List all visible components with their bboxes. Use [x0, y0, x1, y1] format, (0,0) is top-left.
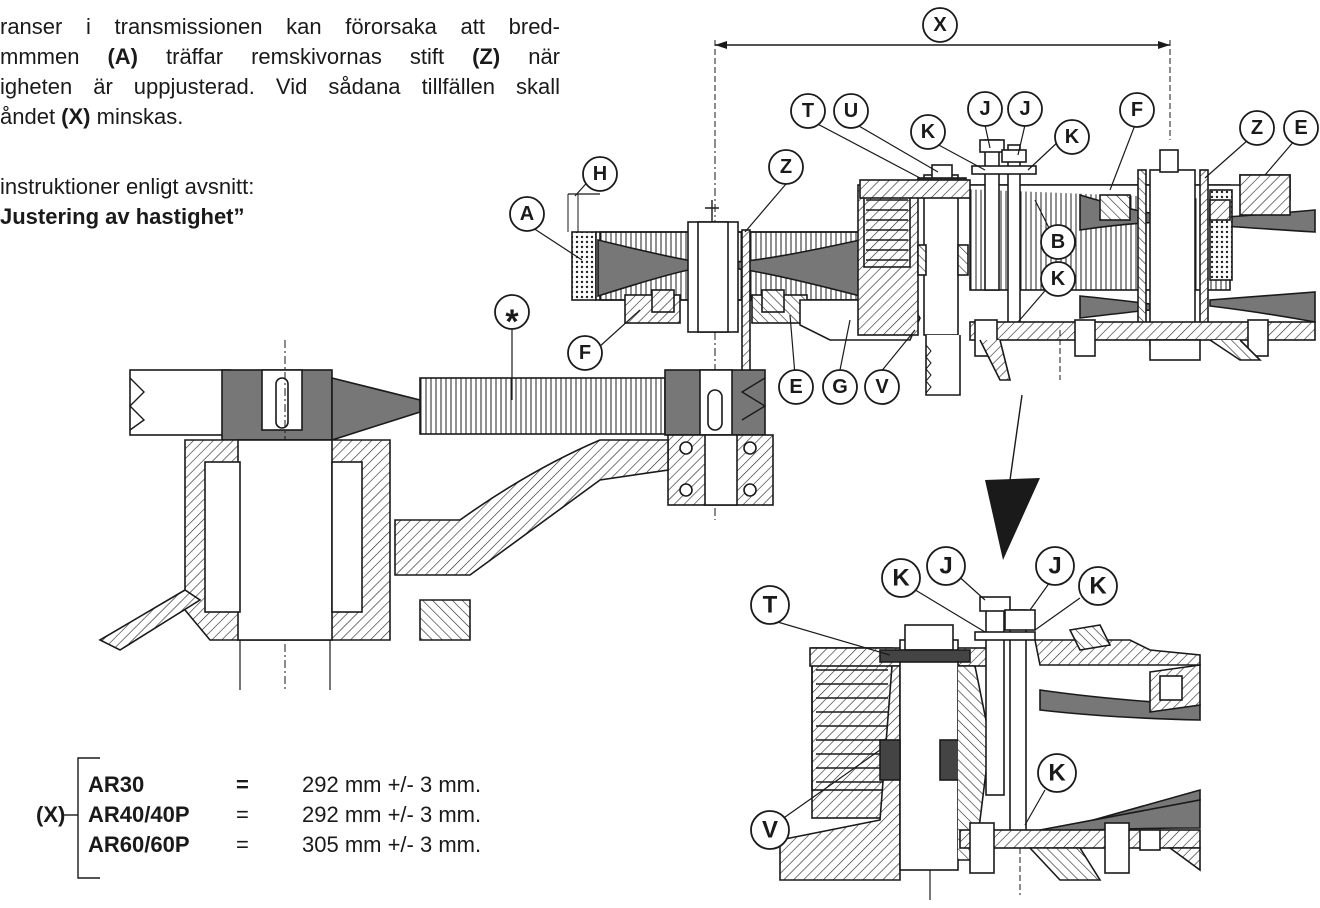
callout-k-upper-mid — [1040, 261, 1076, 297]
callout-t-upper-text: T — [802, 100, 814, 122]
intro-line-3: igheten är uppjusterad. Vid sådana tillf… — [0, 74, 560, 99]
intro-line-1: ranser i transmissionen kan förorsaka at… — [0, 14, 560, 39]
callout-k-detail-left — [881, 558, 921, 598]
callout-f-upper-text: F — [1131, 99, 1143, 121]
callout-t-detail-text: T — [763, 592, 778, 619]
leader-lines — [511, 119, 1296, 826]
instruction-note: instruktioner enligt avsnitt: Justering … — [0, 172, 254, 232]
callout-z-right-text: Z — [1251, 117, 1263, 139]
callout-letters: X H A Z T U K J J K F Z E B K * F E G V … — [505, 14, 1307, 844]
intro-text: åndet — [0, 104, 62, 129]
callout-k-detail-left-text: K — [892, 565, 910, 592]
spec-model: AR40/40P — [88, 802, 190, 827]
callout-h-text: H — [593, 163, 607, 185]
callout-h — [582, 156, 618, 192]
callout-f-upper — [1119, 92, 1155, 128]
spec-value: 292 mm +/- 3 mm. — [302, 772, 482, 797]
callout-t-detail — [750, 585, 790, 625]
callout-k-upper-left-text: K — [921, 121, 936, 143]
callout-k-upper-right-text: K — [1065, 126, 1080, 148]
ref-z: (Z) — [472, 44, 501, 69]
callout-z-left — [768, 149, 804, 185]
callout-j-detail-left — [926, 546, 966, 586]
intro-line-4: åndet (X) minskas. — [0, 102, 560, 132]
instruction-line-1: instruktioner enligt avsnitt: — [0, 174, 255, 199]
spec-equals: = — [236, 802, 249, 827]
callout-k-detail-lower — [1037, 753, 1077, 793]
callout-v-detail — [750, 810, 790, 850]
spec-bracket — [62, 757, 100, 879]
ref-a: (A) — [107, 44, 138, 69]
intro-text: när — [500, 44, 561, 69]
callout-star-text: * — [505, 303, 519, 341]
callout-f-lower — [567, 335, 603, 371]
callout-a-text: A — [520, 203, 534, 225]
callout-e-lower-text: E — [789, 376, 802, 398]
intro-line-2: mmmen (A) träffar remskivornas stift (Z)… — [0, 42, 560, 72]
callout-v-detail-text: V — [762, 817, 778, 844]
callout-k-detail-right-text: K — [1089, 573, 1107, 600]
callout-j-detail-left-text: J — [939, 553, 952, 580]
callout-t-upper — [790, 93, 826, 129]
callout-e-upper — [1283, 110, 1319, 146]
callout-star — [494, 294, 530, 330]
spec-model: AR60/60P — [88, 832, 190, 857]
ref-x: (X) — [61, 104, 91, 129]
callout-a — [509, 196, 545, 232]
spec-value: 305 mm +/- 3 mm. — [302, 832, 482, 857]
callout-k-upper-mid-text: K — [1051, 268, 1066, 290]
spec-equals: = — [236, 772, 249, 797]
callout-g-text: G — [832, 376, 848, 398]
callout-k-detail-right — [1078, 566, 1118, 606]
callout-j-detail-right-text: J — [1048, 553, 1061, 580]
callout-k-upper-right — [1054, 119, 1090, 155]
callout-j-upper-right — [1007, 91, 1043, 127]
callout-e-upper-text: E — [1294, 117, 1307, 139]
callout-j-upper-left — [967, 91, 1003, 127]
instruction-section-ref: Justering av hastighet” — [0, 204, 245, 229]
spec-value: 292 mm +/- 3 mm. — [302, 802, 482, 827]
callout-e-lower — [778, 369, 814, 405]
callout-g — [822, 369, 858, 405]
intro-text: mmmen — [0, 44, 108, 69]
callout-k-upper-left — [910, 114, 946, 150]
callout-j-detail-right — [1035, 546, 1075, 586]
detail-drawing — [779, 596, 1201, 900]
callout-v-upper — [864, 369, 900, 405]
callout-b — [1040, 224, 1076, 260]
intro-text: träffar remskivornas stift — [138, 44, 473, 69]
callout-j-upper-right-text: J — [1019, 98, 1030, 120]
callout-b-text: B — [1051, 231, 1065, 253]
callout-v-upper-text: V — [875, 376, 889, 398]
upper-drawing — [98, 40, 1316, 690]
callout-k-detail-lower-text: K — [1048, 760, 1066, 787]
callout-z-left-text: Z — [780, 156, 792, 178]
callout-u-text: U — [844, 100, 858, 122]
callout-z-right — [1239, 110, 1275, 146]
callout-u — [833, 93, 869, 129]
callout-f-lower-text: F — [579, 342, 591, 364]
callout-x — [922, 7, 958, 43]
intro-text: minskas. — [90, 104, 184, 129]
spec-label: (X) — [36, 802, 66, 827]
spec-equals: = — [236, 832, 249, 857]
callouts — [494, 7, 1319, 850]
callout-j-upper-left-text: J — [979, 98, 990, 120]
spec-model: AR30 — [88, 772, 145, 797]
intro-paragraph: ranser i transmissionen kan förorsaka at… — [0, 12, 560, 132]
callout-x-text: X — [933, 14, 947, 36]
